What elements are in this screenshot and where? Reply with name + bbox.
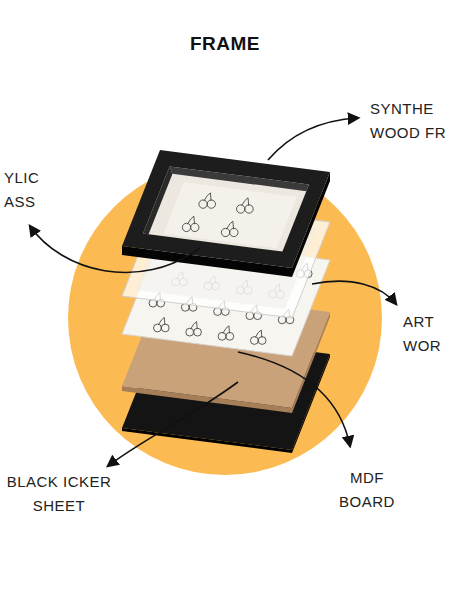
- mat-board: [164, 182, 297, 248]
- leader-line: [312, 281, 396, 304]
- part-label: ART WOR: [403, 310, 447, 358]
- frame-opening: [143, 166, 309, 251]
- cherry-print: [250, 330, 266, 344]
- cherry-print: [221, 221, 238, 236]
- cherry-print: [182, 216, 199, 231]
- part-label: BLACK ICKER SHEET: [2, 470, 116, 518]
- cherry-print: [186, 322, 202, 336]
- part-label: YLIC ASS: [4, 166, 46, 214]
- background-circle: [68, 161, 382, 475]
- cherry-print: [237, 198, 254, 213]
- leader-line: [108, 382, 238, 466]
- cherry-print: [199, 193, 216, 208]
- cherry-print: [218, 326, 234, 340]
- synthetic-wood-frame: [122, 150, 330, 268]
- layer-stack: [122, 150, 330, 453]
- part-label: SYNTHE WOOD FR: [370, 97, 446, 145]
- cherry-print: [154, 317, 170, 331]
- diagram-title: FRAME: [0, 33, 450, 55]
- leader-line: [238, 352, 350, 446]
- leader-line: [268, 118, 358, 160]
- leader-line: [30, 226, 200, 273]
- leader-lines: [30, 118, 396, 466]
- part-label: MDF BOARD: [334, 466, 400, 514]
